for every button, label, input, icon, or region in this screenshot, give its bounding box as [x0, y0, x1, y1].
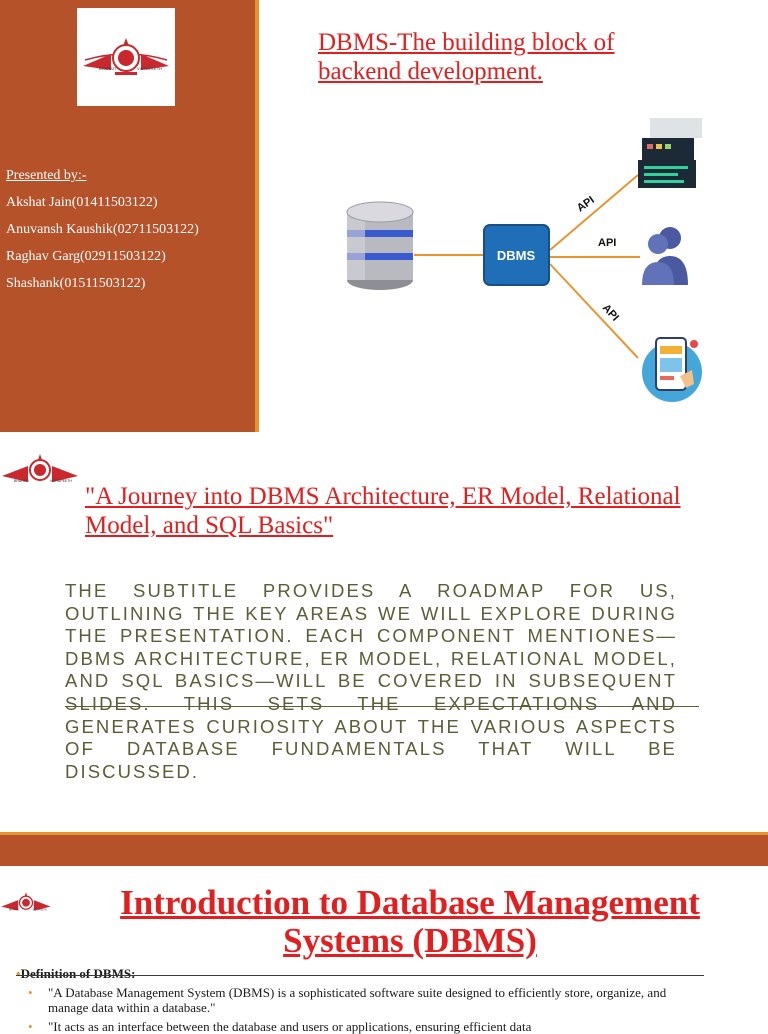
slide-1-title: DBMS-The building block of backend devel… — [318, 29, 615, 85]
database-icon — [346, 201, 414, 290]
slide-3-title: Introduction to Database Management Syst… — [120, 883, 700, 960]
slide-2-title: "A Journey into DBMS Architecture, ER Mo… — [85, 483, 681, 539]
presenter-name: Shashank(01511503122) — [6, 276, 146, 291]
logo-box: BHARATI VIDYAPEETH — [77, 8, 175, 106]
dbms-label: DBMS — [497, 248, 536, 263]
slide-2-body-text: THE SUBTITLE PROVIDES A ROADMAP FOR US, … — [65, 580, 677, 782]
logo-text-left: BHARATI — [14, 479, 29, 483]
logo-text-right: VIDYAPEETH — [137, 66, 162, 71]
list-item: • "A Database Management System (DBMS) i… — [28, 985, 688, 1015]
logo-text-right: VIDYAPEETH — [50, 479, 72, 483]
logo-text-right: VIDYAPEETH — [33, 909, 48, 912]
list-item: • "It acts as an interface between the d… — [28, 1019, 688, 1034]
dbms-box: DBMS — [483, 224, 550, 286]
bullet-icon: • — [28, 985, 33, 1000]
presented-by-label: Presented by:- — [6, 168, 87, 183]
definition-heading: •Definition of DBMS: — [16, 966, 135, 982]
server-icon — [638, 118, 702, 188]
mobile-app-icon — [642, 337, 702, 402]
bharati-vidyapeeth-logo: BHARATI VIDYAPEETH — [1, 892, 51, 912]
presenter-name: Akshat Jain(01411503122) — [6, 195, 158, 210]
bharati-vidyapeeth-logo: BHARATI VIDYAPEETH — [2, 454, 78, 483]
dbms-to-mobile-connector — [549, 263, 639, 359]
dbms-architecture-diagram: DBMS API API API — [346, 118, 702, 402]
users-icon — [642, 227, 688, 285]
presenter-name: Raghav Garg(02911503122) — [6, 249, 166, 264]
bullet-icon: • — [16, 966, 21, 981]
bharati-vidyapeeth-logo: BHARATI VIDYAPEETH — [83, 38, 169, 75]
divider-line — [65, 706, 699, 707]
presenter-name: Anuvansh Kaushik(02711503122) — [6, 222, 199, 237]
logo-text-left: BHARATI — [9, 909, 19, 912]
definition-heading-text: Definition of DBMS: — [20, 966, 136, 981]
bullet-icon: • — [28, 1019, 33, 1034]
list-item-text: "A Database Management System (DBMS) is … — [48, 985, 667, 1015]
api-label: API — [575, 194, 597, 214]
divider-line — [16, 975, 704, 976]
logo-text-left: BHARATI — [99, 66, 116, 71]
side-panel-accent-stripe — [255, 0, 259, 432]
slide-separator-band — [0, 832, 768, 866]
api-label: API — [598, 237, 616, 249]
dbms-to-server-connector — [549, 174, 639, 251]
list-item-text: "It acts as an interface between the dat… — [48, 1019, 532, 1034]
slide-separator-accent — [0, 832, 768, 835]
